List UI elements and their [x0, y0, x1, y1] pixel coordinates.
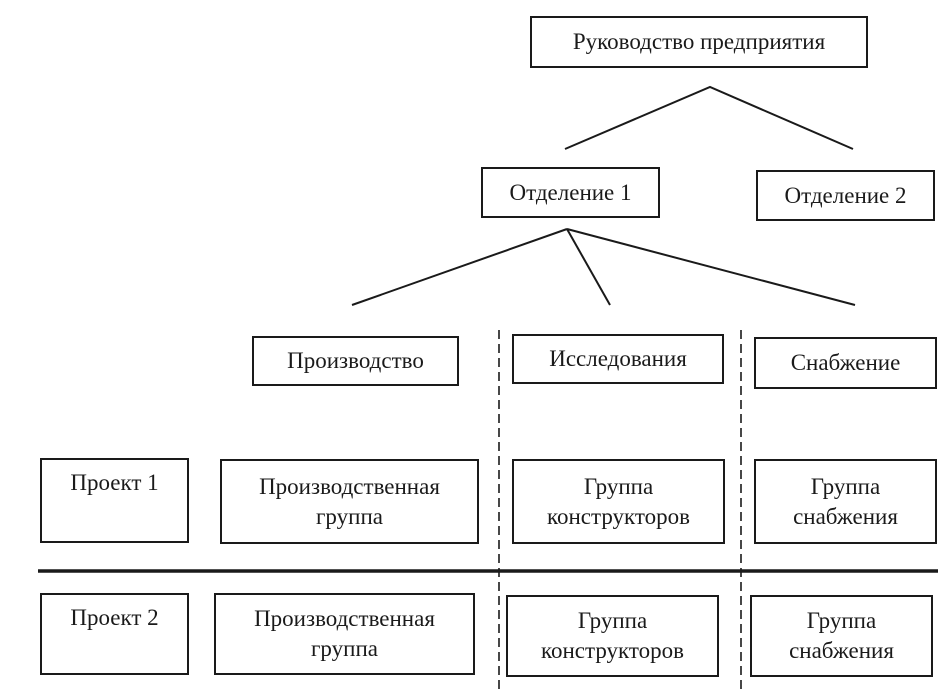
project-2-production-group: Производственная группа [214, 593, 475, 675]
project-1-supply-group: Группа снабжения [754, 459, 937, 544]
department-box-production: Производство [252, 336, 459, 386]
project-1-designers-group: Группа конструкторов [512, 459, 725, 544]
branch-line-research [566, 228, 611, 306]
department-box-supply: Снабжение [754, 337, 937, 389]
project-2-label-box: Проект 2 [40, 593, 189, 675]
division-box-2: Отделение 2 [756, 170, 935, 221]
division-box-1: Отделение 1 [481, 167, 660, 218]
project-1-label-box: Проект 1 [40, 458, 189, 543]
project-1-production-group: Производственная группа [220, 459, 479, 544]
branch-line-production [351, 228, 568, 306]
branch-line-supply [566, 228, 856, 306]
root-branch-lines [564, 85, 854, 150]
department-box-research: Исследования [512, 334, 724, 384]
project-2-supply-group: Группа снабжения [750, 595, 933, 677]
root-box-management: Руководство предприятия [530, 16, 868, 68]
project-2-designers-group: Группа конструкторов [506, 595, 719, 677]
